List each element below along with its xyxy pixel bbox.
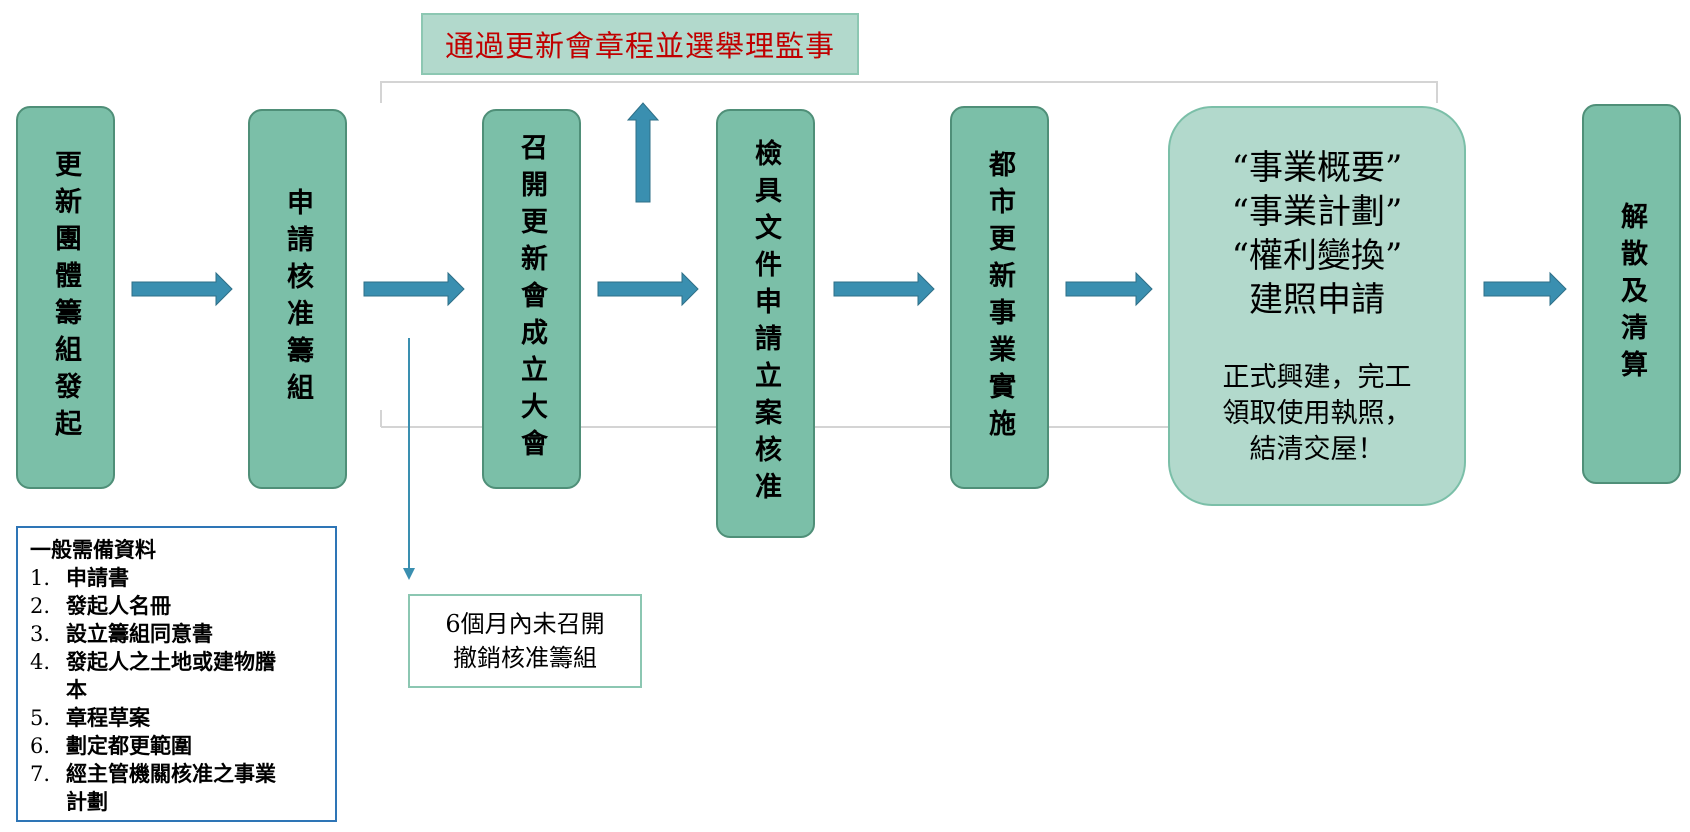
plan-note: 正式興建，完工 領取使用執照， 結清交屋！: [1170, 360, 1464, 468]
down-arrow: [403, 338, 415, 580]
top-note-box: 通過更新會章程並選舉理監事: [421, 13, 859, 75]
plan-note-line: 結清交屋！: [1249, 434, 1385, 465]
list-item-text: 劃定都更範圍: [66, 733, 192, 758]
list-item-text: 本: [66, 677, 87, 702]
requirements-box: 一般需備資料 1. 申請書 2. 發起人名冊 3. 設立籌組同意書 4. 發起人…: [16, 526, 337, 822]
list-item: 1. 申請書: [30, 564, 325, 592]
list-item-continuation: 計劃: [30, 788, 325, 816]
list-item-text: 設立籌組同意書: [66, 621, 213, 646]
cancel-note-box: 6個月內未召開 撤銷核准籌組: [408, 594, 642, 688]
step-initiate-group-label: 更新團體籌組發起: [50, 149, 81, 446]
list-item-number: 6.: [30, 734, 51, 758]
list-item-text: 經主管機關核准之事業: [66, 761, 276, 786]
list-item-number: 2.: [30, 594, 51, 618]
list-item: 2. 發起人名冊: [30, 592, 325, 620]
list-item: 5. 章程草案: [30, 704, 325, 732]
top-note-text: 通過更新會章程並選舉理監事: [444, 29, 835, 63]
cancel-note-line: 撤銷核准籌組: [453, 644, 597, 672]
list-item-text: 章程草案: [66, 705, 150, 730]
step-implementation-label: 都市更新事業實施: [984, 149, 1015, 446]
step-registration-label: 檢具文件申請立案核准: [750, 138, 781, 509]
list-item-number: 4.: [30, 650, 51, 674]
step-founding-meeting-label: 召開更新會成立大會: [516, 132, 547, 466]
list-item: 3. 設立籌組同意書: [30, 620, 325, 648]
step-registration: 檢具文件申請立案核准: [716, 109, 815, 538]
list-item-number: 3.: [30, 622, 51, 646]
requirements-title: 一般需備資料: [30, 537, 156, 562]
step-dissolution: 解散及清算: [1582, 104, 1681, 484]
flow-arrow-1: [131, 271, 233, 307]
flow-arrow-6: [1483, 271, 1567, 307]
list-item-text: 申請書: [66, 565, 129, 590]
flow-arrow-4: [833, 271, 935, 307]
flow-arrow-2: [363, 271, 465, 307]
list-item-text: 計劃: [66, 789, 108, 814]
plan-box: “事業概要” “事業計劃” “權利變換” 建照申請 正式興建，完工 領取使用執照…: [1168, 106, 1466, 506]
list-item-number: 1.: [30, 566, 51, 590]
list-item-text: 發起人名冊: [66, 593, 171, 618]
step-apply-approval-label: 申請核准籌組: [282, 188, 313, 410]
list-item-number: 7.: [30, 762, 51, 786]
step-implementation: 都市更新事業實施: [950, 106, 1049, 489]
step-apply-approval: 申請核准籌組: [248, 109, 347, 489]
list-item-continuation: 本: [30, 676, 325, 704]
plan-line: “事業概要”: [1231, 148, 1403, 188]
flow-arrow-5: [1065, 271, 1153, 307]
list-item-number: 5.: [30, 706, 51, 730]
step-initiate-group: 更新團體籌組發起: [16, 106, 115, 489]
list-item: 6. 劃定都更範圍: [30, 732, 325, 760]
list-item: 7. 經主管機關核准之事業: [30, 760, 325, 788]
up-arrow: [626, 102, 660, 203]
plan-line: “權利變換”: [1231, 236, 1403, 276]
plan-line: 建照申請: [1249, 280, 1385, 320]
plan-note-line: 領取使用執照，: [1222, 398, 1412, 429]
plan-lines: “事業概要” “事業計劃” “權利變換” 建照申請: [1170, 146, 1464, 322]
flow-arrow-3: [597, 271, 699, 307]
step-dissolution-label: 解散及清算: [1616, 201, 1647, 387]
plan-note-line: 正式興建，完工: [1222, 362, 1412, 393]
list-item-text: 發起人之土地或建物謄: [66, 649, 276, 674]
list-item: 4. 發起人之土地或建物謄: [30, 648, 325, 676]
cancel-note-line: 6個月內未召開: [445, 610, 605, 638]
plan-line: “事業計劃”: [1231, 192, 1403, 232]
bracket-top-line: [380, 81, 1438, 103]
step-founding-meeting: 召開更新會成立大會: [482, 109, 581, 489]
